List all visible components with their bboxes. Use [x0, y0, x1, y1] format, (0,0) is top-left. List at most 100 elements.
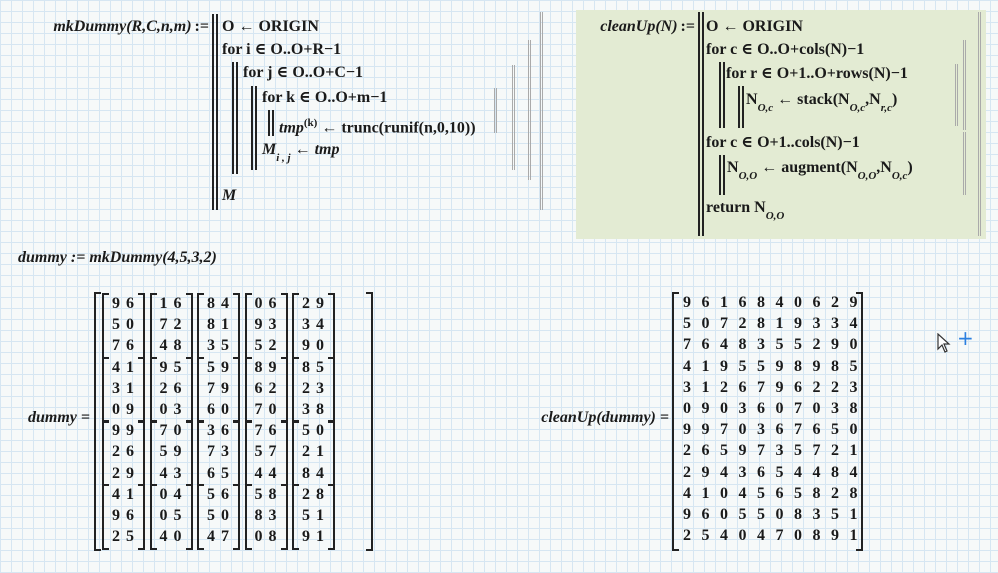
- matrix-cell: 5: [112, 316, 120, 334]
- matrix-cell: 9: [849, 294, 858, 311]
- matrix-cell: 2: [831, 378, 839, 396]
- matrix-cell: 7: [221, 528, 229, 546]
- matrix-cell: 0: [173, 528, 182, 546]
- program-line: for r ∈ O+1..O+rows(N)−1: [726, 65, 908, 82]
- block-right-bracket: [233, 483, 240, 550]
- block-left-bracket: [244, 483, 252, 550]
- matrix-cell: 5: [126, 528, 134, 546]
- matrix-cell: 9: [775, 378, 784, 396]
- matrix-cell: 0: [159, 507, 168, 524]
- matrix-cell: 7: [720, 315, 728, 333]
- matrix-cell: 1: [126, 485, 134, 503]
- dummy-eval-label: dummy =: [27, 409, 90, 426]
- matrix-cell: 0: [268, 401, 277, 418]
- expr: ): [892, 91, 898, 108]
- matrix-cell: 8: [757, 294, 765, 311]
- matrix-cell: 3: [757, 421, 765, 439]
- matrix-cell: 9: [126, 464, 134, 482]
- matrix-cell: 1: [701, 484, 710, 502]
- matrix-cell: 4: [173, 485, 182, 503]
- block-right-bracket: [185, 293, 193, 359]
- matrix-cell: 4: [112, 485, 120, 503]
- matrix-cell: 0: [849, 336, 858, 354]
- block-left-bracket: [292, 483, 299, 550]
- matrix-cell: 6: [757, 463, 765, 481]
- matrix-cell: 9: [831, 527, 839, 545]
- matrix-cell: 8: [207, 295, 215, 312]
- matrix-cell: 5: [794, 442, 802, 460]
- matrix-cell: 3: [316, 379, 324, 397]
- matrix-cell: 5: [849, 357, 858, 375]
- matrix-cell: 9: [794, 315, 802, 333]
- matrix-cell: 8: [849, 400, 858, 417]
- program-bar: [251, 86, 257, 170]
- matrix-cell: 6: [221, 422, 229, 440]
- matrix-cell: 2: [720, 378, 728, 396]
- matrix-cell: 7: [812, 442, 821, 460]
- matrix-cell: 8: [794, 506, 802, 523]
- matrix-cell: 9: [683, 294, 691, 311]
- dummy-assignment[interactable]: dummy := mkDummy(4,5,3,2): [18, 249, 217, 266]
- matrix-cell: 3: [812, 315, 821, 333]
- matrix-cell: 7: [159, 316, 168, 334]
- matrix-cell: 6: [701, 506, 710, 523]
- program-bar: [719, 62, 725, 128]
- matrix-cell: 3: [302, 401, 310, 418]
- matrix-cell: 6: [221, 485, 229, 503]
- matrix-cell: 9: [254, 316, 263, 334]
- matrix-cell: 8: [794, 357, 802, 375]
- matrix-cell: 6: [207, 464, 215, 482]
- matrix-cell: 7: [207, 379, 215, 397]
- matrix-cell: 9: [775, 357, 784, 375]
- matrix-cell: 6: [757, 400, 765, 417]
- program-line: M: [222, 187, 237, 204]
- matrix-cell: 5: [683, 315, 691, 333]
- matrix-cell: 7: [112, 337, 120, 355]
- matrix-cell: 9: [812, 357, 821, 375]
- matrix-cell: 1: [316, 528, 324, 546]
- matrix-cell: 4: [720, 527, 728, 545]
- matrix-cell: 3: [775, 442, 784, 460]
- block-right-bracket: [233, 420, 240, 487]
- matrix-cell: 8: [254, 358, 263, 376]
- matrix-cell: 9: [701, 421, 710, 439]
- matrix-cell: 6: [268, 295, 277, 312]
- matrix-cell: 9: [173, 443, 182, 461]
- matrix-cell: 3: [268, 316, 277, 334]
- matrix-cell: 0: [812, 400, 821, 417]
- matrix-cell: 4: [794, 463, 802, 481]
- matrix-cell: 8: [831, 357, 839, 375]
- matrix-cell: 8: [254, 507, 263, 524]
- matrix-cell: 9: [738, 442, 747, 460]
- matrix-cell: 9: [701, 463, 710, 481]
- matrix-cell: 3: [738, 463, 747, 481]
- matrix-cell: 2: [112, 464, 120, 482]
- matrix-cell: 4: [757, 527, 765, 545]
- matrix-cell: 6: [775, 421, 784, 439]
- matrix-cell: 5: [701, 527, 710, 545]
- program-line: for c ∈ O+1..cols(N)−1: [706, 134, 860, 151]
- matrix-cell: 1: [849, 527, 858, 545]
- matrix-cell: 0: [849, 421, 858, 439]
- program-bar: [698, 12, 704, 236]
- block-right-bracket: [328, 420, 335, 487]
- matrix-cell: 9: [221, 358, 229, 376]
- matrix-cell: 6: [126, 337, 134, 355]
- matrix-cell: 0: [112, 401, 120, 418]
- cleanup-eval-label: cleanUp(dummy) =: [541, 409, 669, 426]
- matrix-cell: 7: [254, 401, 263, 418]
- block-left-bracket: [197, 483, 204, 550]
- program-bar: [719, 155, 725, 195]
- region-bar: [963, 40, 966, 130]
- matrix-cell: 0: [316, 422, 324, 440]
- matrix-cell: 9: [302, 528, 310, 546]
- function-header: mkDummy(R,C,n,m) :=: [53, 17, 209, 37]
- block-right-bracket: [280, 420, 288, 487]
- matrix-cell: 6: [126, 507, 134, 524]
- block-right-bracket: [233, 356, 240, 423]
- matrix-cell: 9: [112, 507, 120, 524]
- matrix-cell: 2: [812, 378, 821, 396]
- subscript: O,c: [757, 102, 774, 114]
- program-line: NO,O ← augment(NO,O,NO,c): [727, 158, 913, 186]
- matrix-cell: 4: [268, 464, 277, 482]
